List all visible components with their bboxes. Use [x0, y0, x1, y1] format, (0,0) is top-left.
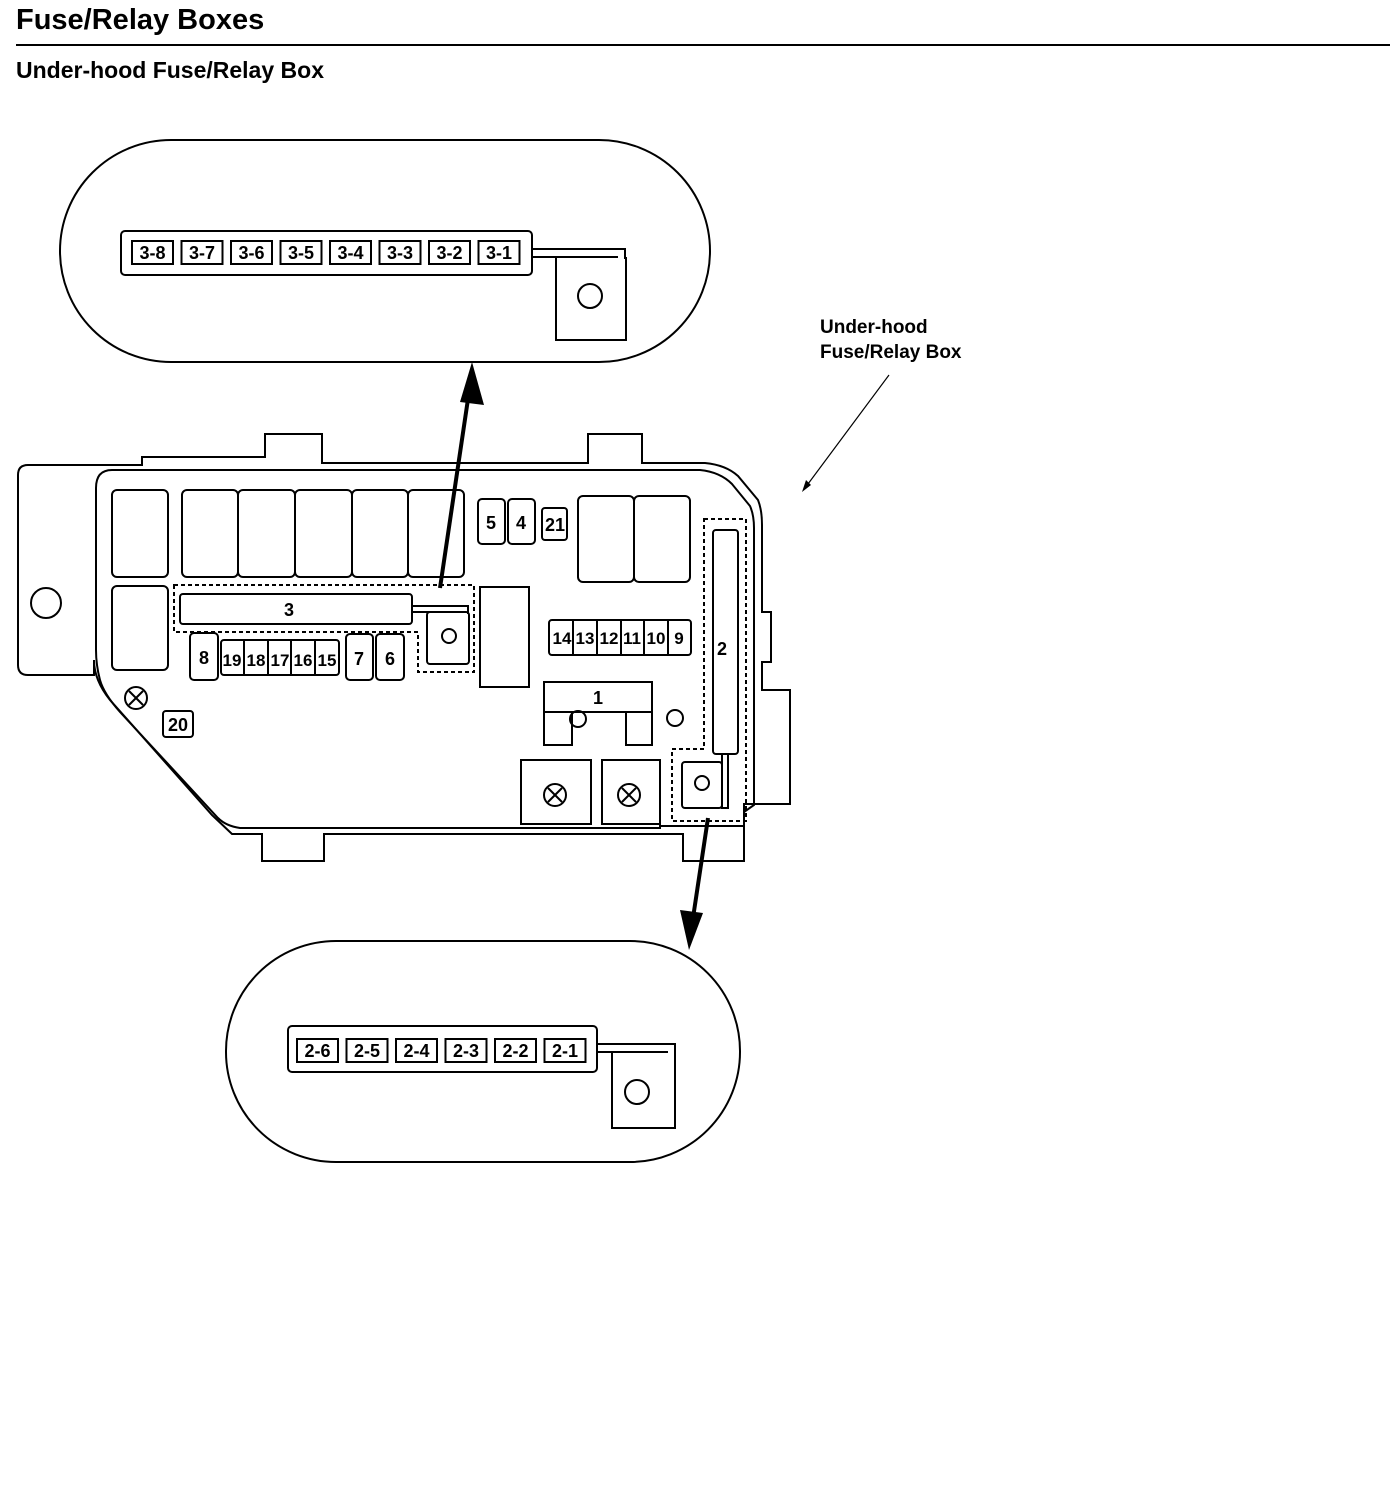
fuse-5-label: 5 — [486, 513, 496, 533]
bottom-fuse-row: 2-6 2-5 2-4 2-3 2-2 2-1 — [296, 1038, 587, 1063]
arrow-to-bottom-detail — [691, 817, 710, 919]
fuse-15-label: 15 — [318, 651, 337, 670]
fuse-14-label: 14 — [553, 629, 572, 648]
box-callout: Under-hood Fuse/Relay Box — [802, 317, 962, 492]
callout-leader-line — [804, 374, 890, 489]
bottom-fuse-label: 2-2 — [502, 1041, 528, 1061]
fuse-1-label: 1 — [593, 688, 603, 708]
fuse-8-label: 8 — [199, 648, 209, 668]
fuse-4-label: 4 — [516, 513, 526, 533]
top-fuse-3-3: 3-3 — [378, 240, 422, 265]
bottom-detail-view: 2-6 2-5 2-4 2-3 2-2 2-1 — [225, 940, 741, 1163]
fuse-10-label: 10 — [647, 629, 666, 648]
bottom-fuse-label: 2-1 — [552, 1041, 578, 1061]
bottom-fuse-label: 2-4 — [403, 1041, 429, 1061]
top-fuse-strip — [120, 230, 533, 276]
bolt-icon — [124, 686, 148, 710]
bottom-fuse-label: 2-3 — [453, 1041, 479, 1061]
fuse-16-label: 16 — [294, 651, 313, 670]
bottom-fuse-label: 2-5 — [354, 1041, 380, 1061]
bottom-fuse-2-1: 2-1 — [543, 1038, 587, 1063]
top-fuse-label: 3-7 — [189, 243, 215, 263]
top-fuse-3-4: 3-4 — [329, 240, 372, 265]
bottom-fuse-2-2: 2-2 — [494, 1038, 537, 1063]
terminal-bolt-icon — [624, 1079, 650, 1105]
top-fuse-label: 3-2 — [436, 243, 462, 263]
top-detail-view: 3-8 3-7 3-6 3-5 3-4 3-3 3-2 3-1 — [59, 139, 711, 363]
fuse-6-label: 6 — [385, 649, 395, 669]
top-fuse-3-1: 3-1 — [477, 240, 521, 265]
top-fuse-3-7: 3-7 — [180, 240, 224, 265]
top-fuse-label: 3-1 — [486, 243, 512, 263]
top-fuse-3-6: 3-6 — [230, 240, 273, 265]
callout-label-line1: Under-hood — [820, 317, 928, 338]
top-fuse-row: 3-8 3-7 3-6 3-5 3-4 3-3 3-2 3-1 — [131, 240, 521, 265]
fuse-7-label: 7 — [354, 649, 364, 669]
fuse-12-label: 12 — [600, 629, 619, 648]
title-divider — [16, 44, 1390, 46]
top-fuse-3-8: 3-8 — [131, 240, 174, 265]
fuse-3-label: 3 — [284, 600, 294, 620]
bottom-fuse-2-3: 2-3 — [444, 1038, 488, 1063]
fuse-20-label: 20 — [168, 715, 188, 735]
header: Fuse/Relay Boxes Under-hood Fuse/Relay B… — [16, 0, 1390, 83]
top-fuse-label: 3-8 — [139, 243, 165, 263]
top-fuse-label: 3-4 — [337, 243, 363, 263]
top-fuse-label: 3-5 — [288, 243, 314, 263]
callout-label-line2: Fuse/Relay Box — [820, 342, 962, 363]
fuse-18-label: 18 — [247, 651, 266, 670]
top-fuse-label: 3-3 — [387, 243, 413, 263]
bottom-fuse-2-5: 2-5 — [345, 1038, 389, 1063]
bottom-fuse-strip — [287, 1025, 598, 1073]
top-fuse-3-5: 3-5 — [279, 240, 323, 265]
main-fuse-box: 5 4 21 3 8 19 18 17 16 15 7 6 — [17, 433, 791, 862]
fuse-2-label: 2 — [717, 639, 727, 659]
fuse-21-label: 21 — [545, 515, 565, 535]
fuse-19-label: 19 — [223, 651, 242, 670]
top-fuse-label: 3-6 — [238, 243, 264, 263]
bottom-fuse-2-6: 2-6 — [296, 1038, 339, 1063]
fuse-17-label: 17 — [271, 651, 290, 670]
mounting-hole-icon — [30, 587, 62, 619]
fuse-9-label: 9 — [674, 629, 683, 648]
arrow-to-top-detail — [438, 371, 474, 589]
page-title: Fuse/Relay Boxes — [16, 4, 265, 36]
bottom-fuse-2-4: 2-4 — [395, 1038, 438, 1063]
fuse-11-label: 11 — [623, 629, 641, 648]
fuse-13-label: 13 — [576, 629, 595, 648]
terminal-bolt-icon — [577, 283, 603, 309]
bottom-fuse-label: 2-6 — [304, 1041, 330, 1061]
bolt-icon — [617, 783, 641, 807]
section-title: Under-hood Fuse/Relay Box — [16, 57, 324, 83]
top-fuse-3-2: 3-2 — [428, 240, 471, 265]
bolt-icon — [543, 783, 567, 807]
